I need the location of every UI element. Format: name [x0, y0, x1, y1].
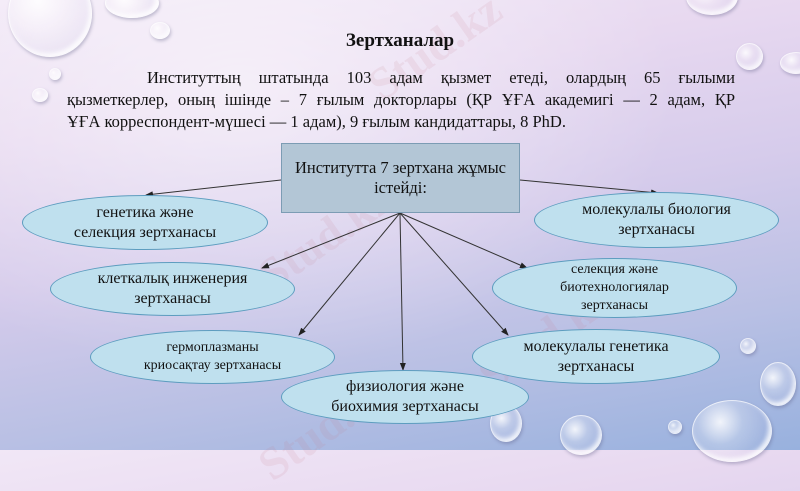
water-drop-decoration — [760, 362, 796, 406]
paragraph-line: қызметкерлер, оның ішінде – 7 ғылым докт… — [67, 90, 735, 109]
water-drop-decoration — [740, 338, 756, 354]
lab-label: молекулалы биология — [582, 201, 731, 218]
lab-label: зертханасы — [557, 357, 635, 375]
lab-label: криосақтау зертханасы — [143, 358, 282, 373]
lab-germplasm-cryo: гермоплазманы криосақтау зертханасы — [90, 330, 335, 384]
water-drop-decoration — [150, 22, 170, 39]
intro-paragraph: Институттың штатында 103 адам қызмет ете… — [67, 67, 735, 133]
lab-label: зертханасы — [134, 290, 211, 307]
arrow-to-cell-engineering — [261, 212, 401, 269]
lab-selection-biotechnology: селекция және биотехнологиялар зертханас… — [492, 258, 737, 318]
lab-label: молекулалы генетика — [523, 337, 669, 355]
water-drop-decoration — [49, 68, 61, 80]
center-box-line: Институтта 7 зертхана жұмыс — [294, 158, 507, 177]
lab-cell-engineering: клеткалық инженерия зертханасы — [50, 262, 295, 316]
arrow-to-selection-biotech — [399, 212, 528, 269]
lab-physiology-biochemistry: физиология және биохимия зертханасы — [281, 370, 529, 424]
paragraph-line: Институттың штатында 103 адам қызмет ете… — [147, 68, 735, 87]
lab-label: клеткалық инженерия — [97, 270, 248, 287]
paragraph-line: ҰҒА корреспондент-мүшесі — 1 адам), 9 ғы… — [67, 112, 566, 131]
lab-label: зертханасы — [618, 221, 695, 238]
arrow-to-genetics — [145, 179, 282, 198]
water-drop-decoration — [736, 43, 763, 70]
lab-label: биохимия зертханасы — [331, 398, 479, 415]
lab-molecular-biology: молекулалы биология зертханасы — [534, 192, 779, 248]
lab-label: селекция және — [570, 262, 659, 277]
lab-molecular-genetics: молекулалы генетика зертханасы — [472, 329, 720, 384]
arrow-to-physiology — [399, 212, 406, 371]
center-box-line: істейді: — [374, 178, 427, 197]
connector-arrows — [145, 179, 659, 371]
water-drop-decoration — [32, 88, 48, 102]
lab-label: зертханасы — [580, 298, 649, 313]
lab-label: гермоплазманы — [166, 340, 259, 355]
arrow-to-germplasm — [298, 212, 401, 336]
lab-label: селекция зертханасы — [73, 223, 217, 241]
water-drop-decoration — [668, 420, 682, 434]
center-box-institute-labs: Институтта 7 зертхана жұмыс істейді: — [281, 143, 520, 213]
arrow-to-mol-genetics — [399, 212, 509, 336]
lab-label: биотехнологиялар — [560, 280, 669, 295]
arrow-to-mol-biology — [519, 179, 659, 196]
lab-genetics-selection: генетика және селекция зертханасы — [22, 195, 268, 250]
lab-label: физиология және — [346, 378, 464, 395]
slide-title: Зертханалар — [345, 30, 455, 51]
lab-label: генетика және — [96, 203, 194, 221]
